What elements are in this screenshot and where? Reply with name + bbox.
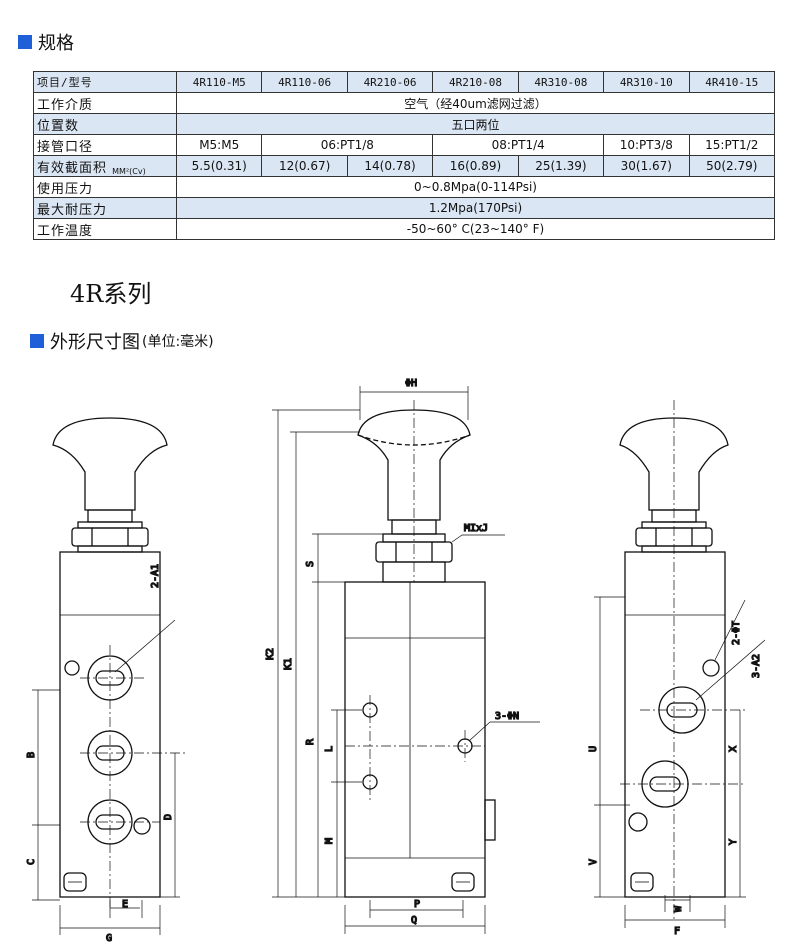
area-cell: 12(0.67)	[261, 155, 348, 177]
dim-label: M	[324, 838, 335, 844]
blue-square-icon	[30, 334, 44, 348]
row-value: -50~60° C(23~140° F)	[176, 218, 775, 240]
left-nut-top	[77, 521, 143, 529]
area-cell: 25(1.39)	[517, 155, 605, 177]
row-label: 工作温度	[33, 218, 177, 240]
dim-label: F	[674, 926, 680, 937]
right-hole	[702, 659, 720, 677]
spec-table: 项目/型号 4R110-M5 4R110-06 4R210-06 4R210-0…	[33, 71, 776, 240]
model-cell: 4R110-M5	[175, 71, 263, 93]
center-view: ΦH MIxJ S K2 K1 R L M 3-ΦN P Q	[264, 377, 540, 934]
series-title: 4R系列	[70, 280, 152, 308]
left-hole	[64, 660, 80, 676]
area-cell: 14(0.78)	[346, 155, 434, 177]
table-row: 有效截面积 MM²(Cv) 5.5(0.31) 12(0.67) 14(0.78…	[33, 155, 776, 177]
right-body	[624, 551, 726, 898]
row-value: 0~0.8Mpa(0-114Psi)	[176, 176, 775, 198]
left-knob	[52, 417, 168, 511]
dim-label: K1	[283, 658, 294, 670]
dim-label: K2	[265, 648, 276, 660]
row-label: 有效截面积 MM²(Cv)	[33, 155, 177, 177]
dim-label: ΦH	[405, 378, 417, 389]
model-cell: 4R410-15	[688, 71, 776, 93]
area-cell: 5.5(0.31)	[175, 155, 263, 177]
row-label: 位置数	[33, 113, 177, 135]
table-row: 使用压力 0~0.8Mpa(0-114Psi)	[33, 176, 775, 198]
area-unit: MM²(Cv)	[112, 166, 146, 176]
dim-label: Y	[728, 839, 739, 845]
model-cell: 4R210-06	[346, 71, 434, 93]
dim-label: X	[728, 746, 739, 752]
table-row: 接管口径 M5:M5 06:PT1/8 08:PT1/4 10:PT3/8 15…	[33, 134, 776, 156]
left-stem	[87, 509, 133, 523]
dim-label: 3-A2	[751, 654, 762, 678]
right-view: 2-ΦT 3-A2 U X Y V W F	[587, 400, 766, 938]
port-cell: 15:PT1/2	[688, 134, 776, 156]
model-cell: 4R210-08	[432, 71, 519, 93]
dim-label: V	[588, 859, 599, 865]
row-label: 接管口径	[33, 134, 177, 156]
left-view: 2-A1 B C D E G	[25, 417, 185, 945]
left-nut	[71, 527, 149, 547]
dim-label: 2-A1	[150, 564, 161, 588]
dimension-section-title: 外形尺寸图	[50, 332, 140, 353]
dim-label: 2-ΦT	[731, 621, 742, 645]
dim-label: S	[305, 561, 316, 567]
row-label: 工作介质	[33, 92, 177, 114]
row-value: 空气（经40um滤网过滤）	[176, 92, 775, 114]
table-row: 位置数 五口两位	[33, 113, 775, 135]
dim-label: E	[122, 899, 128, 910]
dim-label: R	[305, 738, 316, 745]
row-value: 1.2Mpa(170Psi)	[176, 197, 775, 219]
dim-label: W	[673, 905, 684, 912]
table-row: 工作温度 -50~60° C(23~140° F)	[33, 218, 775, 240]
dim-label: L	[324, 746, 335, 752]
port-cell: 08:PT1/4	[432, 134, 605, 156]
spec-section-heading: 规格	[18, 29, 74, 55]
port-cell: 10:PT3/8	[603, 134, 690, 156]
model-cell: 4R110-06	[261, 71, 348, 93]
blue-square-icon	[18, 35, 32, 49]
dim-label: C	[26, 859, 37, 865]
row-value: 五口两位	[176, 113, 775, 135]
area-cell: 50(2.79)	[688, 155, 776, 177]
right-knob	[619, 417, 729, 511]
area-label-text: 有效截面积	[37, 160, 108, 176]
left-hole	[133, 817, 151, 835]
dimension-drawing: 2-A1 B C D E G	[25, 377, 766, 945]
unit-note: (单位:毫米)	[142, 334, 214, 350]
left-nut-bottom	[77, 545, 143, 553]
center-side-plate	[484, 799, 496, 841]
center-body	[344, 581, 486, 898]
dimension-section-heading: 外形尺寸图 (单位:毫米)	[30, 328, 214, 354]
dim-label: 3-ΦN	[495, 711, 519, 722]
table-header-row: 项目/型号 4R110-M5 4R110-06 4R210-06 4R210-0…	[33, 71, 776, 93]
header-label: 项目/型号	[33, 71, 177, 93]
area-cell: 16(0.89)	[432, 155, 519, 177]
dim-label: G	[106, 933, 112, 944]
port-cell: M5:M5	[175, 134, 263, 156]
dim-label: D	[163, 814, 174, 820]
table-row: 工作介质 空气（经40um滤网过滤）	[33, 92, 775, 114]
area-cell: 30(1.67)	[603, 155, 690, 177]
table-row: 最大耐压力 1.2Mpa(170Psi)	[33, 197, 775, 219]
dim-label: B	[26, 752, 37, 758]
spec-section-title: 规格	[38, 33, 74, 54]
dim-label: P	[414, 899, 420, 910]
right-hole	[628, 812, 648, 832]
model-cell: 4R310-10	[603, 71, 690, 93]
dim-label: Q	[411, 915, 417, 926]
port-cell: 06:PT1/8	[261, 134, 434, 156]
row-label: 使用压力	[33, 176, 177, 198]
model-cell: 4R310-08	[517, 71, 605, 93]
dim-label: MIxJ	[464, 523, 488, 534]
row-label: 最大耐压力	[33, 197, 177, 219]
dim-label: U	[588, 746, 599, 752]
